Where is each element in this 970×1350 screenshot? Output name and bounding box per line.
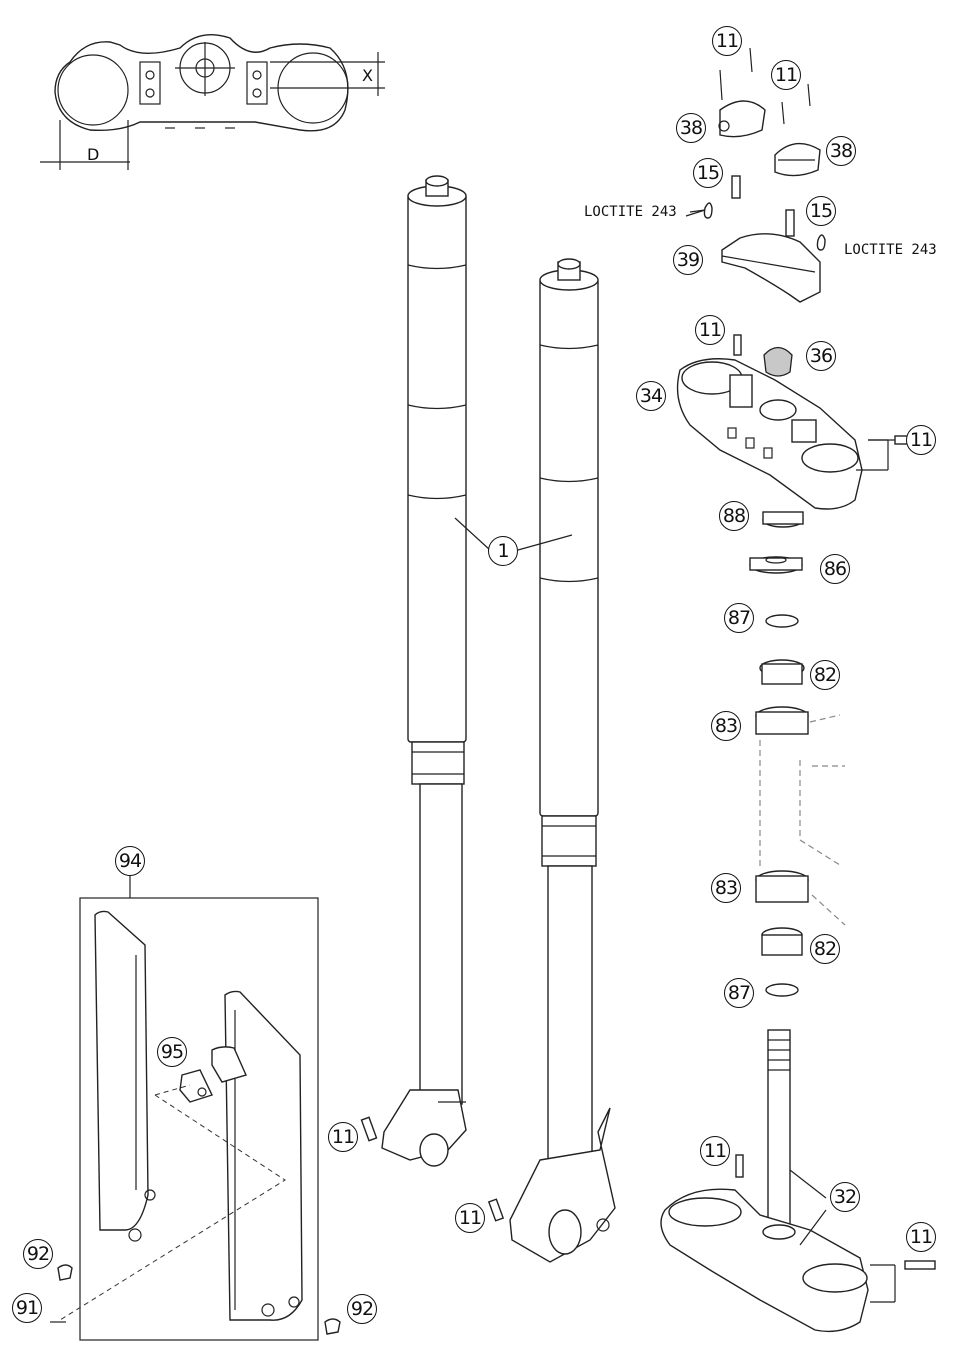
callout-95: 95 xyxy=(157,1037,187,1067)
loctite-note-left: LOCTITE 243 xyxy=(584,204,677,220)
callout-82: 82 xyxy=(810,660,840,690)
clamp-bolts xyxy=(360,1116,505,1222)
callout-82: 82 xyxy=(810,934,840,964)
callout-1: 1 xyxy=(488,536,518,566)
callout-38: 38 xyxy=(826,136,856,166)
callout-15: 15 xyxy=(806,196,836,226)
dimension-d-label: D xyxy=(87,145,100,164)
fork-leg-left xyxy=(381,175,467,1167)
callout-83: 83 xyxy=(711,711,741,741)
callout-34: 34 xyxy=(636,381,666,411)
fork-protectors-set xyxy=(50,868,341,1341)
leader-lines xyxy=(454,209,827,1246)
callout-11: 11 xyxy=(455,1203,485,1233)
lower-bearings-stack xyxy=(755,870,809,997)
triple-clamp-top-view xyxy=(40,34,385,170)
upper-triple-clamp xyxy=(676,334,926,510)
steering-bearings-stack xyxy=(749,511,809,735)
lower-triple-clamp-with-stem xyxy=(660,1029,936,1333)
callout-87: 87 xyxy=(724,978,754,1008)
callout-39: 39 xyxy=(673,245,703,275)
callout-86: 86 xyxy=(820,554,850,584)
callout-11: 11 xyxy=(771,60,801,90)
callout-88: 88 xyxy=(719,501,749,531)
callout-91: 91 xyxy=(12,1293,42,1323)
callout-38: 38 xyxy=(676,113,706,143)
callout-11: 11 xyxy=(700,1136,730,1166)
callout-36: 36 xyxy=(806,341,836,371)
callout-92: 92 xyxy=(347,1294,377,1324)
callout-11: 11 xyxy=(695,315,725,345)
callout-11: 11 xyxy=(906,425,936,455)
callout-83: 83 xyxy=(711,873,741,903)
callout-15: 15 xyxy=(693,158,723,188)
callout-87: 87 xyxy=(724,603,754,633)
handlebar-clamp-lower xyxy=(689,175,826,303)
fork-leg-right xyxy=(509,258,616,1263)
callout-11: 11 xyxy=(328,1122,358,1152)
callout-11: 11 xyxy=(906,1222,936,1252)
frame-head-tube xyxy=(759,714,846,926)
dimension-x-label: X xyxy=(362,66,373,85)
handlebar-clamp-upper xyxy=(718,47,821,177)
callout-11: 11 xyxy=(712,26,742,56)
loctite-note-right: LOCTITE 243 xyxy=(844,242,937,258)
callout-94: 94 xyxy=(115,846,145,876)
callout-92: 92 xyxy=(23,1239,53,1269)
callout-32: 32 xyxy=(830,1182,860,1212)
